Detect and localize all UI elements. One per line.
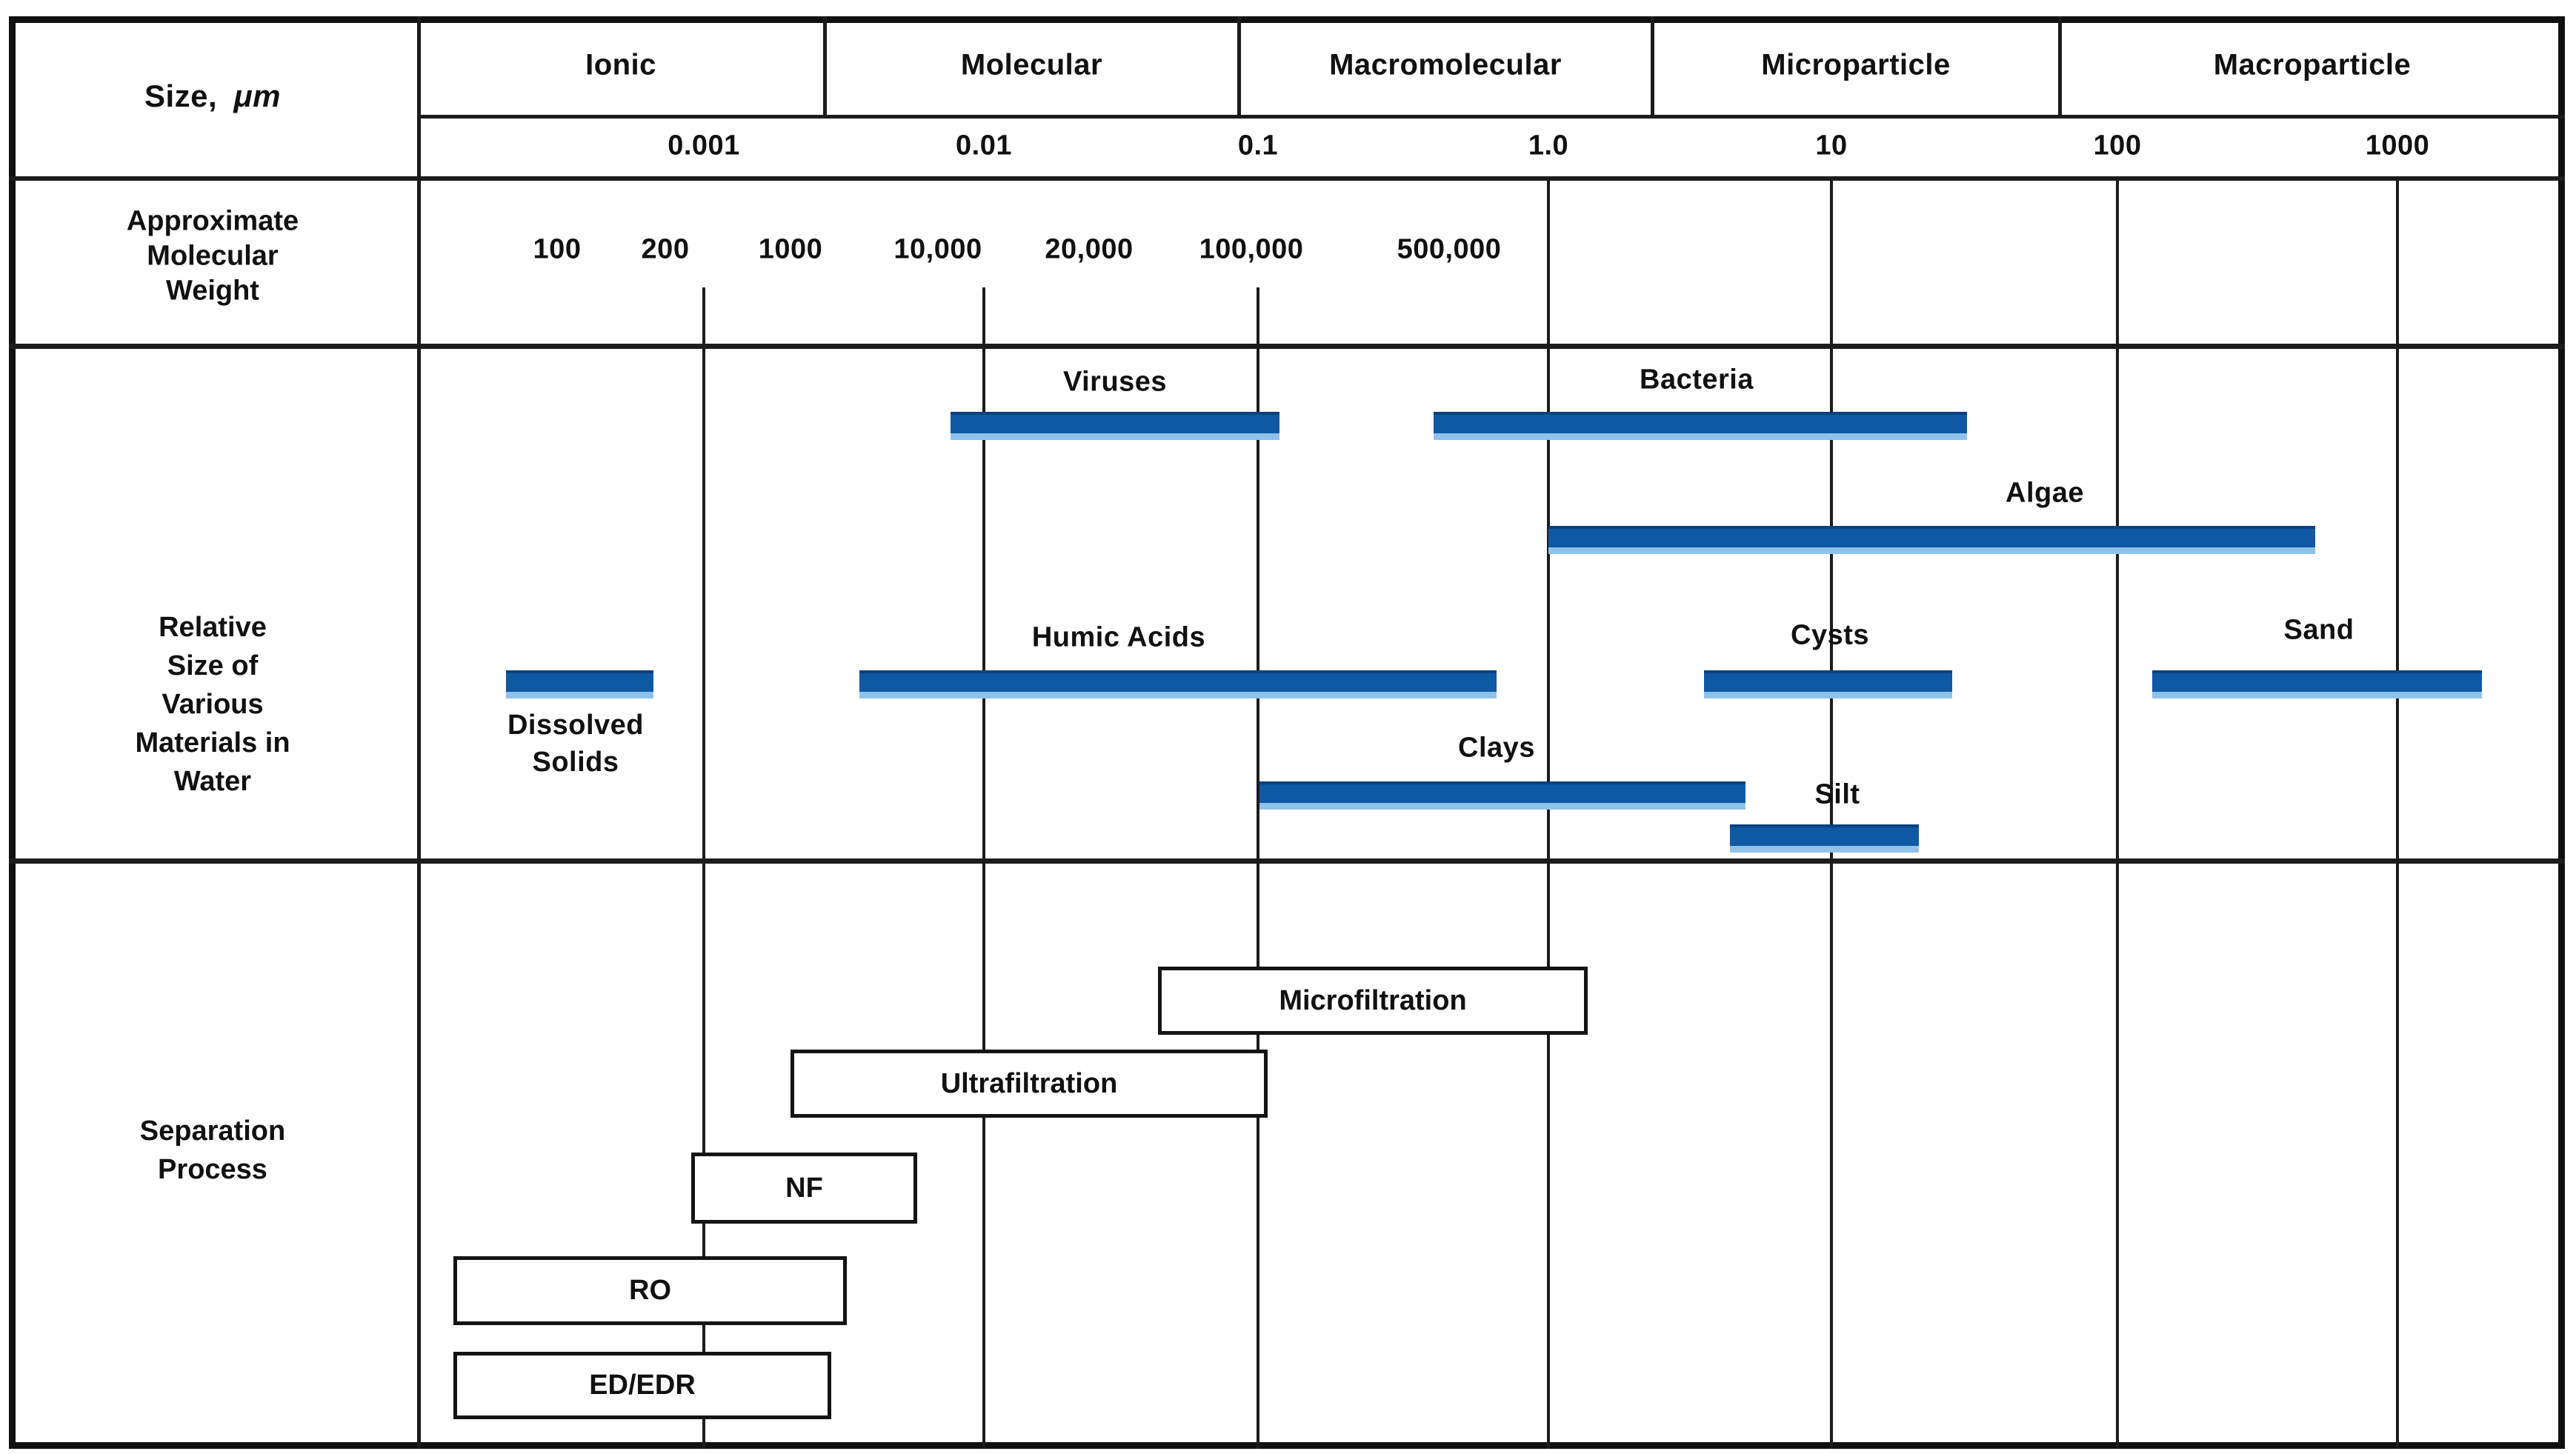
gridline-1-0 — [1547, 178, 1550, 1449]
column-boundary-macromolecular — [1237, 16, 1241, 115]
column-header-molecular: Molecular — [960, 48, 1103, 81]
mw-value-20-000: 20,000 — [1045, 233, 1134, 265]
process-box-nf: NF — [691, 1153, 917, 1224]
material-label-sand: Sand — [2283, 614, 2354, 646]
gridline-0-1 — [1257, 287, 1259, 1449]
molecular-weight-row-label: Approximate Molecular Weight — [126, 205, 299, 307]
material-bar-sand — [2152, 670, 2482, 698]
material-label-bacteria: Bacteria — [1640, 364, 1754, 396]
mw-row-divider — [9, 344, 2565, 349]
material-bar-bacteria — [1434, 412, 1967, 440]
gridline-0-01 — [982, 287, 985, 1449]
column-boundary-microparticle — [1651, 16, 1654, 115]
process-box-ro: RO — [453, 1256, 847, 1325]
gridline-1000 — [2396, 178, 2399, 1449]
column-boundary-molecular — [823, 16, 827, 115]
process-box-label-ultrafiltration: Ultrafiltration — [940, 1067, 1118, 1099]
mw-value-100-000: 100,000 — [1199, 233, 1304, 265]
mw-value-100: 100 — [533, 233, 582, 265]
left-column-divider — [417, 16, 421, 1449]
material-label-viruses: Viruses — [1062, 366, 1168, 398]
table-outer-border — [9, 16, 2565, 1449]
gridline-0-001 — [702, 287, 705, 1449]
gridline-100 — [2116, 178, 2119, 1449]
process-row-label: Separation Process — [139, 1115, 286, 1185]
size-label-text: Size, — [144, 79, 218, 113]
column-boundary-macroparticle — [2058, 16, 2062, 115]
column-header-macromolecular: Macromolecular — [1329, 48, 1562, 81]
process-box-label-ro: RO — [629, 1275, 671, 1306]
scale-tick-1000: 1000 — [2365, 130, 2430, 161]
column-header-ionic: Ionic — [585, 48, 656, 81]
process-box-ed-edr: ED/EDR — [453, 1352, 831, 1419]
material-bar-viruses — [951, 412, 1279, 440]
gridline-10 — [1830, 178, 1833, 1449]
material-label-humic-acids: Humic Acids — [1031, 621, 1206, 653]
mw-value-1000: 1000 — [758, 233, 823, 265]
scale-tick-0-01: 0.01 — [956, 130, 1012, 161]
size-unit-micron: μm — [233, 79, 282, 113]
scale-tick-0-1: 0.1 — [1237, 130, 1279, 161]
material-bar-dissolved-solids — [506, 670, 653, 698]
material-bar-algae — [1548, 526, 2315, 554]
scale-tick-1-0: 1.0 — [1528, 130, 1569, 161]
material-bar-silt — [1730, 824, 1919, 853]
materials-row-label: Relative Size of Various Materials in Wa… — [135, 612, 290, 797]
column-header-microparticle: Microparticle — [1761, 48, 1951, 81]
process-box-microfiltration: Microfiltration — [1158, 967, 1588, 1035]
material-label-algae: Algae — [2006, 477, 2084, 509]
material-bar-clays — [1259, 781, 1745, 810]
process-box-label-nf: NF — [785, 1172, 823, 1204]
material-label-cysts: Cysts — [1791, 619, 1869, 651]
size-axis-label: Size, μm — [144, 79, 281, 114]
material-bar-humic-acids — [859, 670, 1497, 698]
header-row-divider — [417, 115, 2565, 119]
process-box-label-ed-edr: ED/EDR — [589, 1370, 696, 1401]
materials-row-divider — [9, 858, 2565, 864]
material-bar-cysts — [1704, 670, 1952, 698]
material-label-silt: Silt — [1814, 778, 1860, 810]
mw-value-10-000: 10,000 — [893, 233, 982, 265]
scale-tick-100: 100 — [2093, 130, 2142, 161]
material-label-clays: Clays — [1458, 732, 1535, 764]
scale-row-divider — [9, 176, 2565, 181]
scale-tick-10: 10 — [1815, 130, 1848, 161]
process-box-ultrafiltration: Ultrafiltration — [791, 1050, 1268, 1118]
column-header-macroparticle: Macroparticle — [2213, 48, 2412, 81]
scale-tick-0-001: 0.001 — [668, 130, 740, 161]
process-box-label-microfiltration: Microfiltration — [1279, 984, 1467, 1016]
mw-value-200: 200 — [641, 233, 690, 265]
mw-value-500-000: 500,000 — [1397, 233, 1502, 265]
